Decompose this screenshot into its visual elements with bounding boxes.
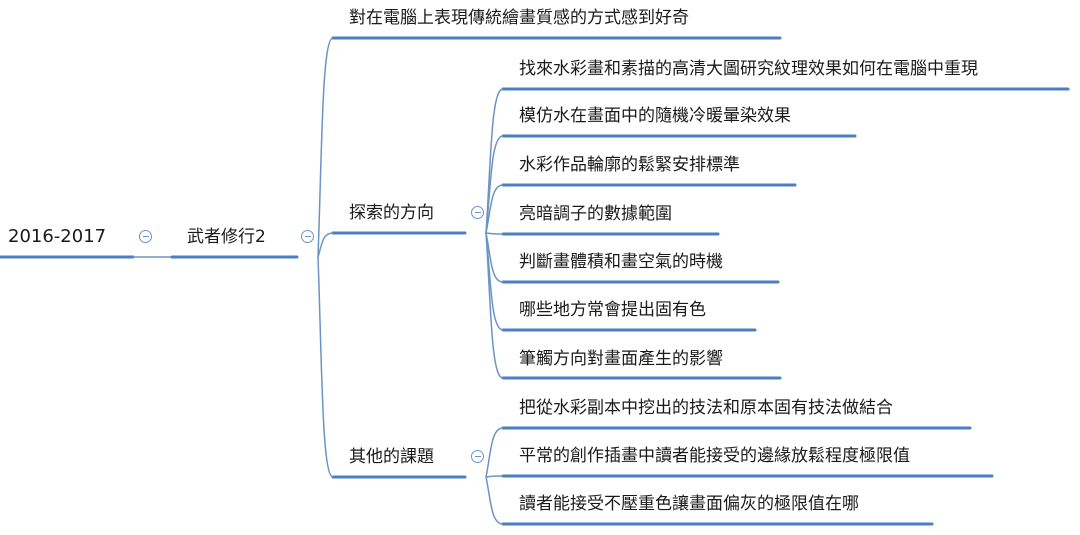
connector-to-explore — [317, 232, 334, 258]
connector-other-item-3 — [485, 476, 504, 525]
node-other-topics-label[interactable]: 其他的課題 — [349, 447, 434, 467]
collapse-toggle-root[interactable] — [139, 230, 152, 243]
node-explore-item-4[interactable]: 亮暗調子的數據範圍 — [519, 204, 672, 224]
node-explore-item-5[interactable]: 判斷畫體積和畫空氣的時機 — [519, 252, 723, 272]
node-curiosity-label[interactable]: 對在電腦上表現傳統繪畫質感的方式感到好奇 — [349, 8, 689, 28]
connector-explore-item-4 — [485, 232, 504, 235]
node-root-label[interactable]: 2016-2017 — [8, 226, 107, 247]
node-explore-label[interactable]: 探索的方向 — [349, 203, 434, 223]
node-explore-item-6[interactable]: 哪些地方常會提出固有色 — [519, 300, 706, 320]
connector-other-item-2 — [485, 475, 504, 478]
node-other-item-1[interactable]: 把從水彩副本中挖出的技法和原本固有技法做結合 — [519, 398, 893, 418]
node-explore-item-1[interactable]: 找來水彩畫和素描的高清大圖研究紋理效果如何在電腦中重現 — [519, 59, 978, 79]
connector-explore-item-7 — [485, 232, 504, 379]
connector-to-curiosity — [317, 37, 334, 258]
connector-other-item-1 — [485, 427, 504, 478]
node-explore-item-7[interactable]: 筆觸方向對畫面產生的影響 — [519, 349, 723, 369]
node-other-item-3[interactable]: 讀者能接受不壓重色讓畫面偏灰的極限值在哪 — [519, 494, 859, 514]
node-other-item-2[interactable]: 平常的創作插畫中讀者能接受的邊緣放鬆程度極限值 — [519, 446, 910, 466]
collapse-toggle-wuzhe[interactable] — [301, 230, 314, 243]
connector-explore-item-2 — [485, 135, 504, 234]
collapse-toggle-explore[interactable] — [471, 206, 484, 219]
connector-explore-item-3 — [485, 184, 504, 234]
node-explore-item-2[interactable]: 模仿水在畫面中的隨機冷暖暈染效果 — [519, 106, 791, 126]
collapse-toggle-other-topics[interactable] — [471, 450, 484, 463]
node-wuzhe-label[interactable]: 武者修行2 — [187, 227, 266, 247]
connector-to-other-topics — [317, 256, 334, 478]
node-explore-item-3[interactable]: 水彩作品輪廓的鬆緊安排標準 — [519, 155, 740, 175]
